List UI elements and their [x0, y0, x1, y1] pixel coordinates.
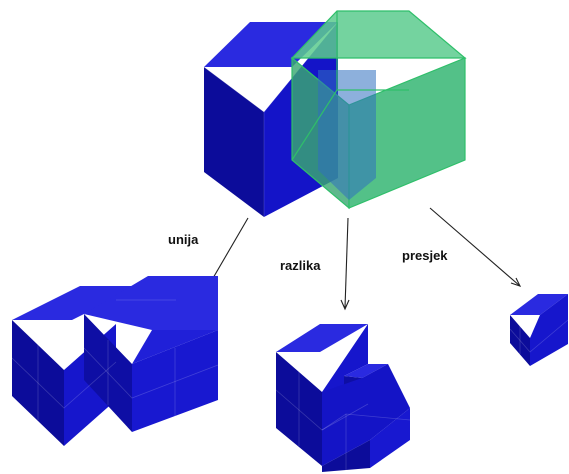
- source-cubes: [203, 10, 467, 217]
- green-cube-top: [290, 10, 467, 59]
- blue-cube-side: [204, 67, 264, 217]
- arrows: [200, 207, 522, 311]
- difference-label: razlika: [280, 258, 321, 273]
- difference-arrowhead: [340, 299, 350, 311]
- blue-cube-top: [204, 22, 338, 67]
- intersection-result: [509, 294, 569, 366]
- union-result: [11, 276, 219, 446]
- intersection-label: presjek: [402, 248, 448, 263]
- intersection-arrowhead: [510, 277, 522, 287]
- difference-result: [275, 324, 411, 472]
- union-label: unija: [168, 232, 199, 247]
- difference-arrow: [344, 217, 349, 309]
- green-cube: [290, 10, 467, 210]
- overlap-region: [318, 70, 376, 200]
- intersection-arrow: [429, 207, 521, 287]
